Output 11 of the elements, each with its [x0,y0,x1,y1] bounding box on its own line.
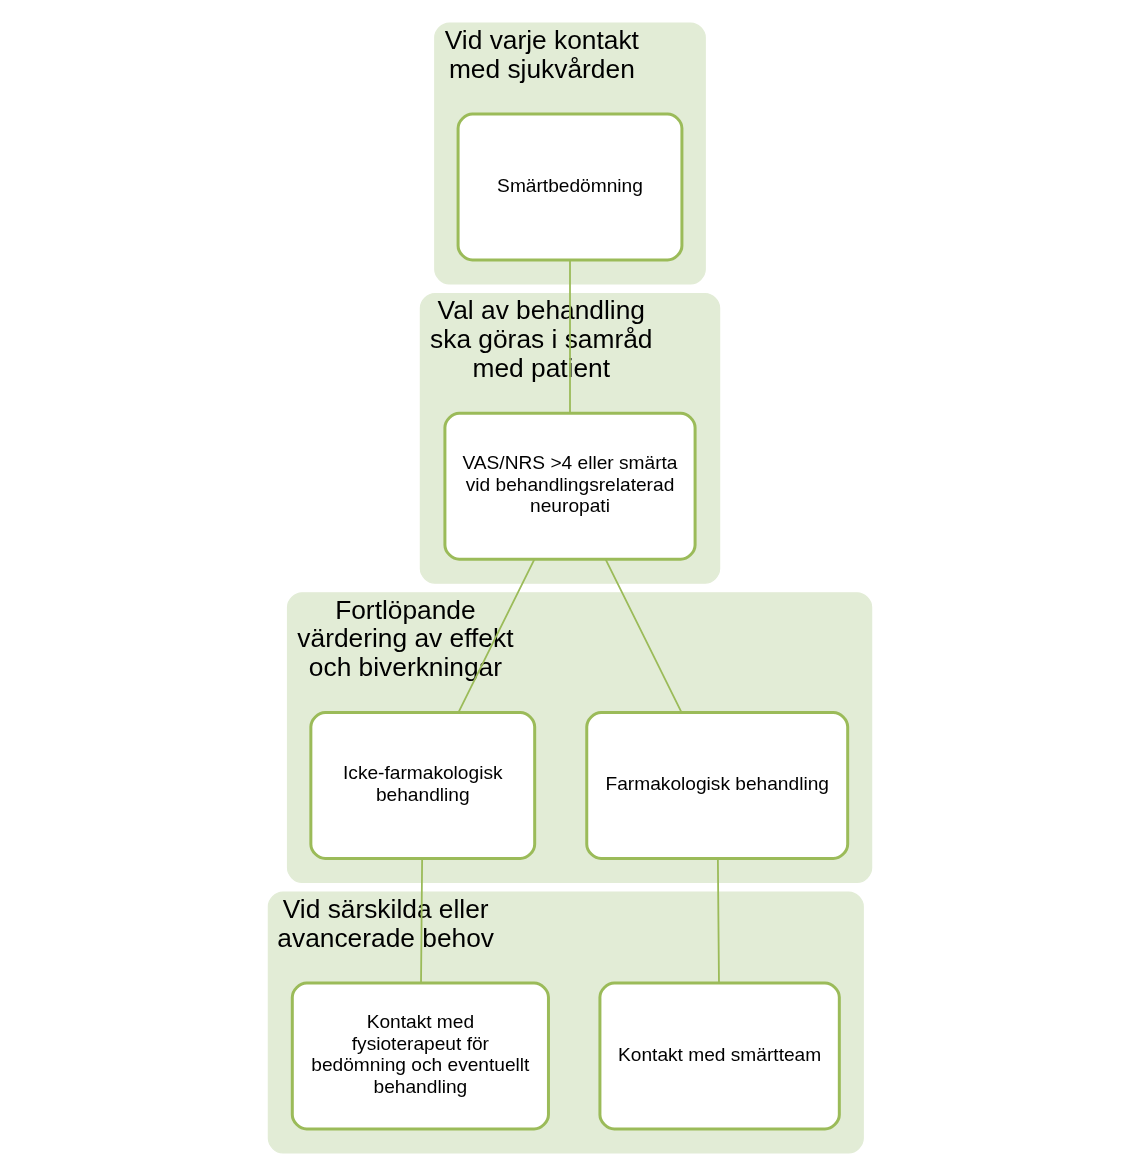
node-box: VAS/NRS >4 eller smärta vid behandlingsrelaterad neuropati [442,411,697,561]
node-box: Icke-farmakologisk behandling [308,711,536,860]
connector [716,857,720,984]
node-box: Kontakt med smärtteam [597,981,841,1131]
node-box: Kontakt med fysioterapeut för bedömning och eventuellt behandling [290,981,550,1131]
connector [419,857,423,984]
connector [457,558,535,713]
connector [568,259,571,414]
node-box: Smärtbedömning [456,112,683,262]
connector [604,558,682,713]
node-box: Farmakologisk behandling [584,711,849,860]
